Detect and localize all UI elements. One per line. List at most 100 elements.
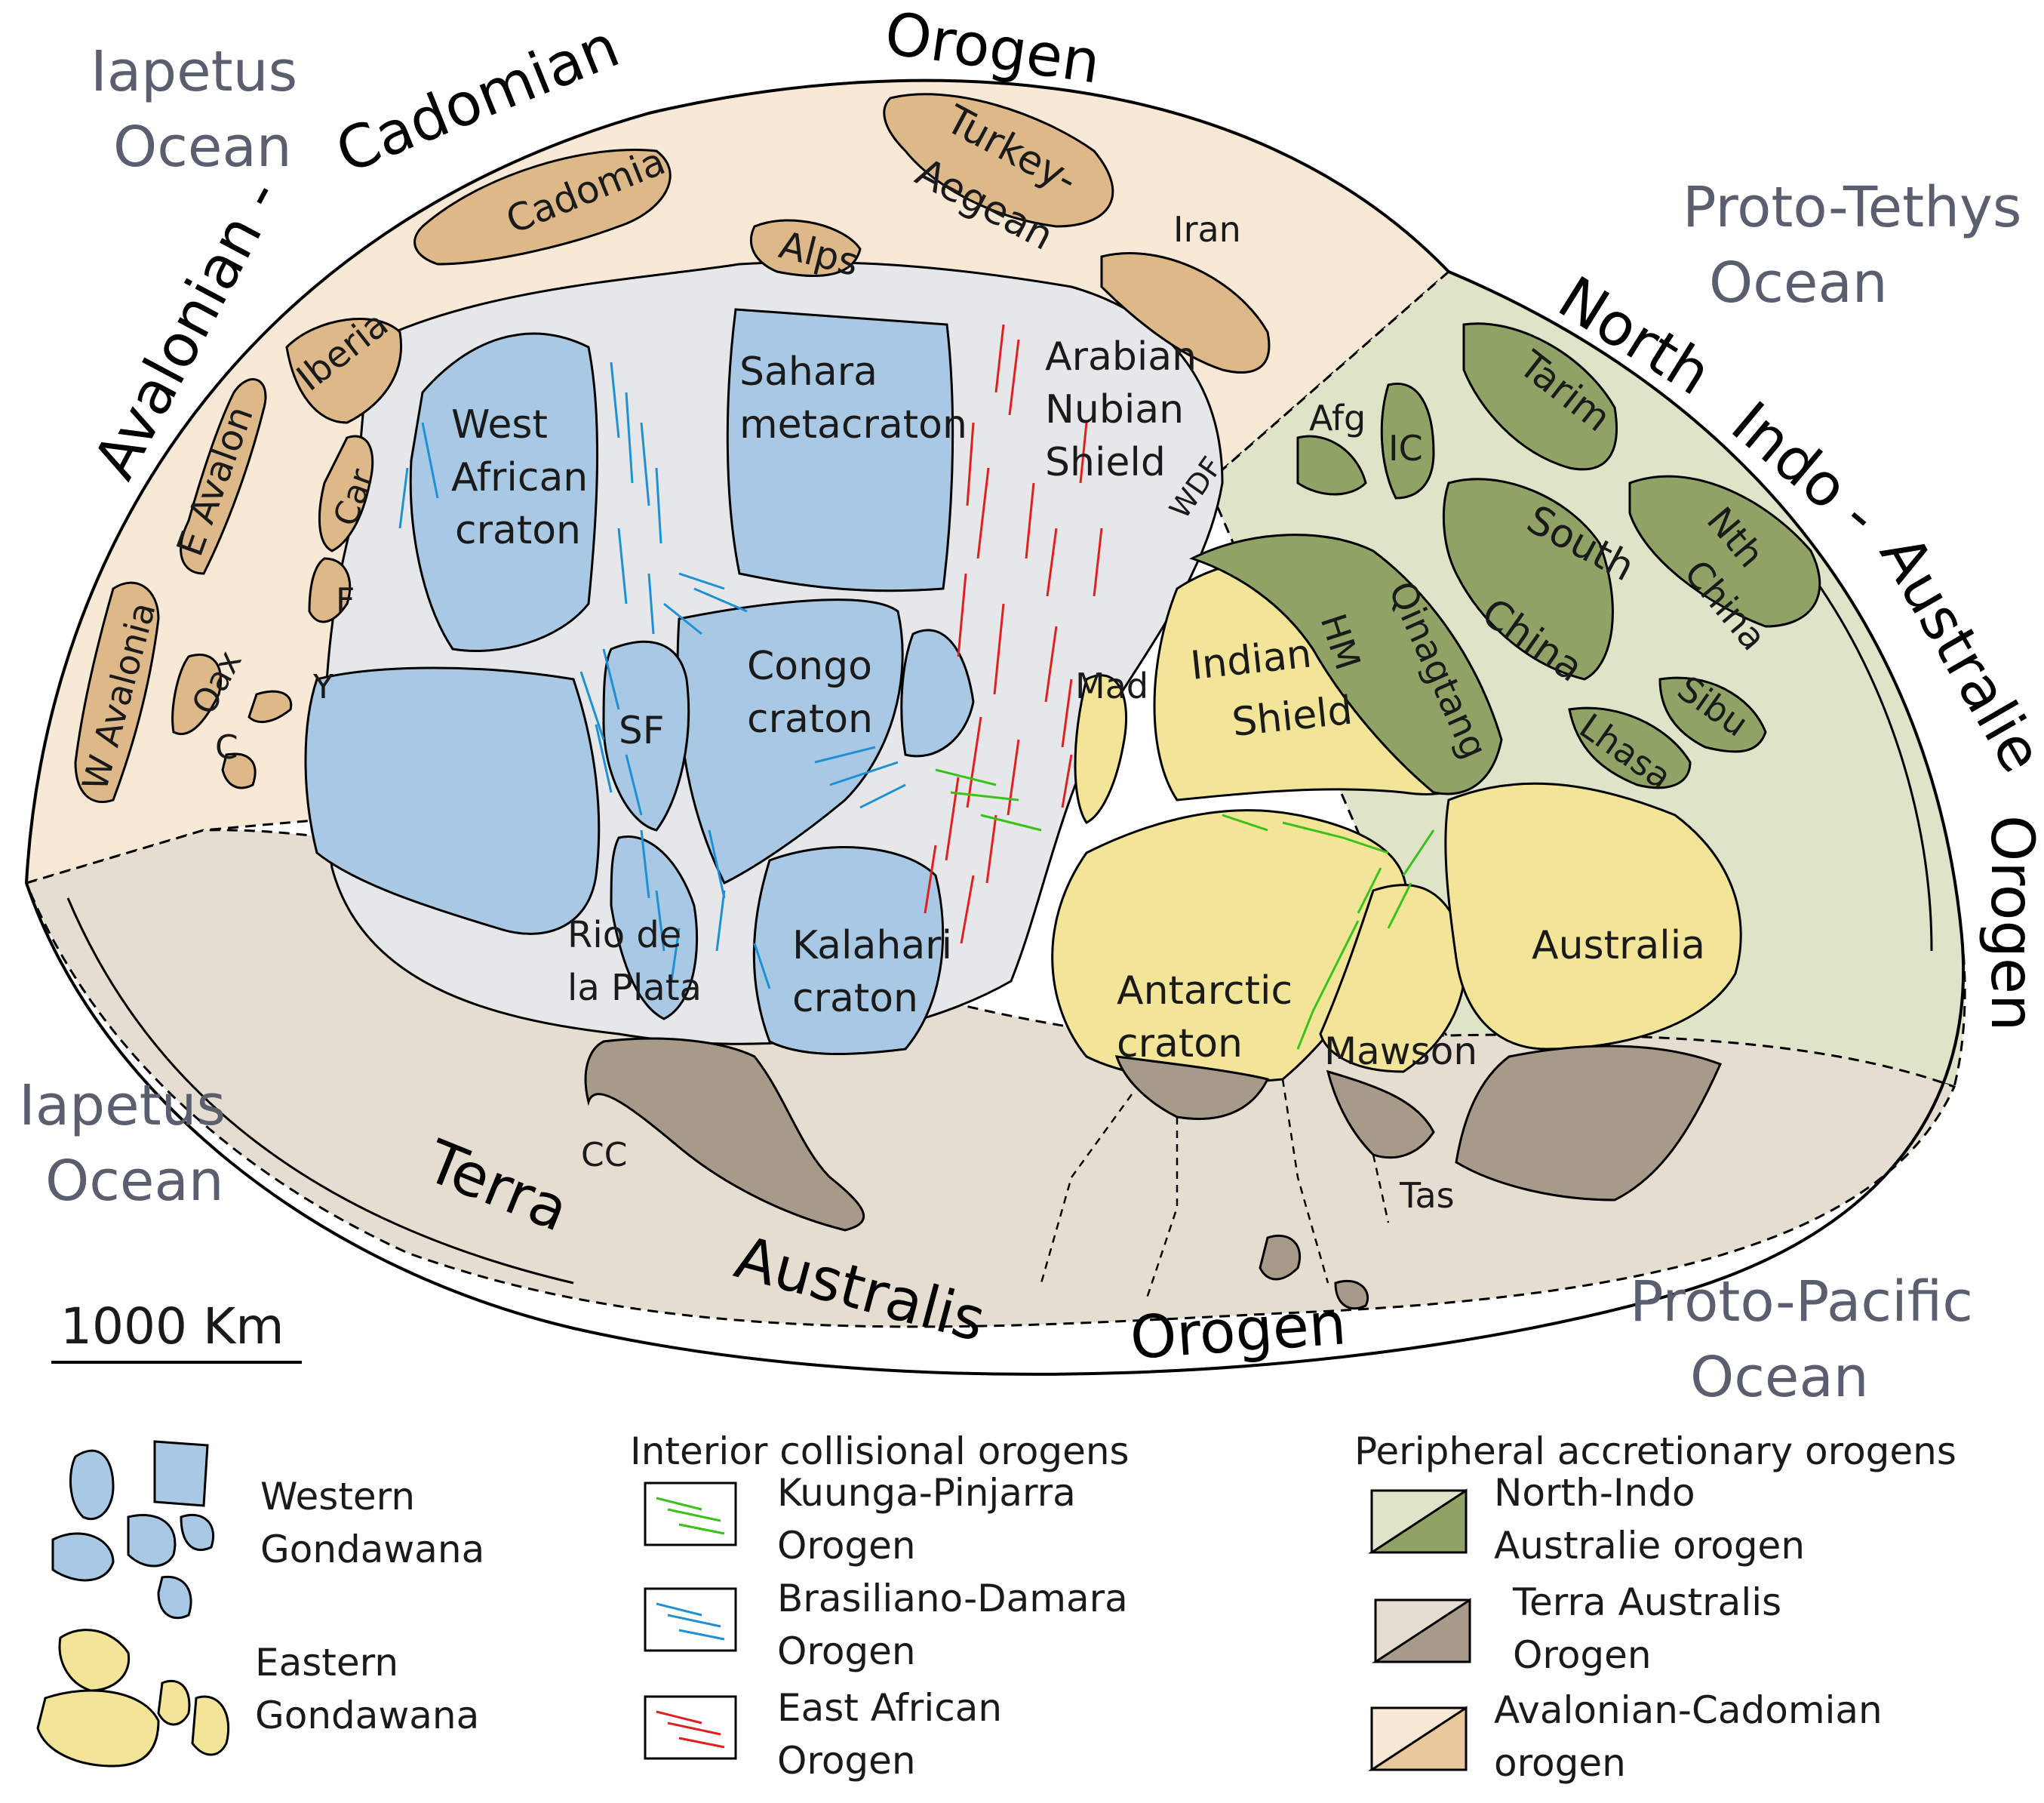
c [221,752,257,789]
ocean-labels: Iapetus Ocean Iapetus Ocean Proto-Tethys… [19,39,2021,1410]
legend-kuunga-line2: Orogen [777,1524,916,1568]
scale-bar: 1000 Km [51,1297,302,1364]
iapetus-ocean-bottom-line2: Ocean [45,1149,224,1214]
orogen-bottom-label: Orogen [1128,1290,1348,1373]
proto-pacific-ocean-line1: Proto-Pacific [1630,1269,1973,1334]
w-avalonia [74,581,160,803]
legend-kuunga-line1: Kuunga-Pinjarra [777,1471,1076,1515]
legend-nia-line2: Australie orogen [1494,1524,1805,1568]
proto-tethys-ocean-line1: Proto-Tethys [1683,175,2021,240]
kalahari-label-line2: craton [792,976,918,1021]
west-african-label-line1: West [451,402,548,448]
iapetus-ocean-top-line1: Iapetus [91,39,297,104]
legend-terra-swatch [1371,1598,1471,1663]
legend-interior-title: Interior collisional orogens [630,1429,1130,1473]
mawson-label: Mawson [1324,1029,1477,1073]
legend-east-african-line2: Orogen [777,1739,916,1783]
terra-dark-tas [1455,1045,1723,1201]
scale-bar-label: 1000 Km [60,1297,284,1355]
rio-de-la-plata [610,835,699,1020]
f [308,557,352,623]
tarim [1462,322,1618,471]
west-african-craton [409,332,599,652]
congo-east-lobe [900,629,975,758]
outer-boundary [24,78,1966,1376]
e-avalon [180,378,267,575]
west-african-label-line3: craton [455,508,581,553]
cadomia [413,148,672,266]
eastern-gondwana [1051,559,1742,1084]
turkey-aegean [883,93,1114,228]
brasiliano-damara-strokes [398,362,906,989]
terra-dark-west [584,1037,865,1232]
car [318,435,374,552]
legend-eastern-line1: Eastern [255,1641,398,1685]
terra-dark-mawson [1326,1069,1435,1159]
mawson [1319,884,1467,1073]
antarctic-label-line2: craton [1117,1021,1243,1066]
madagascar [1074,674,1128,824]
tas-label: Tas [1399,1175,1455,1216]
proto-pacific-ocean-line2: Ocean [1690,1345,1869,1410]
avalonian-terranes [74,93,1271,803]
ic-label: IC [1388,428,1423,469]
legend-kuunga-strokes [656,1497,725,1535]
legend-brasiliano-line1: Brasiliano-Damara [777,1577,1128,1620]
terra-terranes [584,1037,1723,1310]
antarctic-label-line1: Antarctic [1117,968,1292,1014]
legend-terra-line1: Terra Australis [1512,1580,1781,1624]
south-china [1442,478,1614,681]
australia [1444,782,1742,1051]
kalahari-craton [752,846,945,1056]
cc-label: CC [581,1136,627,1174]
legend-eastern-line2: Gondawana [255,1694,479,1737]
inner-boundary [66,573,1933,1285]
west-african-label-line2: African [451,455,588,500]
y [247,690,293,724]
legend-avalonian-swatch [1367,1706,1468,1771]
sahara-metacraton [726,308,954,592]
iberia [285,318,402,424]
legend-western-line1: Western [260,1475,415,1518]
legend-east-african-strokes [656,1710,725,1749]
c-label: C [215,728,238,767]
sahara-label-line1: Sahara [739,349,878,395]
arabian-label-line3: Shield [1045,440,1166,485]
legend-east-african-line1: East African [777,1686,1002,1730]
legend-brasiliano-line2: Orogen [777,1629,916,1673]
hm-qinagtang [1189,534,1503,795]
western-gondwana [304,308,975,1056]
legend-peripheral-title: Peripheral accretionary orogens [1354,1429,1956,1473]
kuunga-pinjarra-strokes [935,768,1435,1050]
craton-labels: West African craton Sahara metacraton Ar… [451,334,1705,1073]
iapetus-ocean-bottom-line1: Iapetus [19,1073,226,1138]
afg-label: Afg [1309,398,1366,438]
proto-tethys-ocean-line2: Ocean [1709,251,1888,315]
legend-nia-swatch [1367,1488,1468,1554]
sf-label: SF [619,709,665,752]
nth-china [1628,475,1821,628]
iran-label: Iran [1173,209,1241,250]
legend-western-swatch [51,1440,215,1620]
legend-terra-line2: Orogen [1513,1633,1652,1677]
legend-western-line2: Gondawana [260,1528,484,1571]
south-american-block [304,666,601,935]
congo-label-line1: Congo [747,644,872,689]
australia-label: Australia [1532,923,1705,968]
sibu [1658,676,1767,753]
congo-craton [676,598,904,885]
sao-francisco [602,640,690,832]
iapetus-ocean-top-line2: Ocean [113,115,292,180]
oax [171,653,223,735]
mad-label: Mad [1075,666,1148,706]
nia-terranes [1189,322,1821,795]
congo-label-line2: craton [747,697,873,742]
terra-dark-centre [1114,1055,1270,1121]
iran [1100,252,1271,374]
legend-nia-line1: North-Indo [1494,1471,1695,1515]
arabian-label-line1: Arabian [1045,334,1197,380]
orogen-right-label: Orogen [1978,815,2044,1031]
legend: Western Gondawana Eastern Gondawana Inte… [36,1429,1956,1785]
legend-avalonian-line1: Avalonian-Cadomian [1494,1688,1883,1732]
